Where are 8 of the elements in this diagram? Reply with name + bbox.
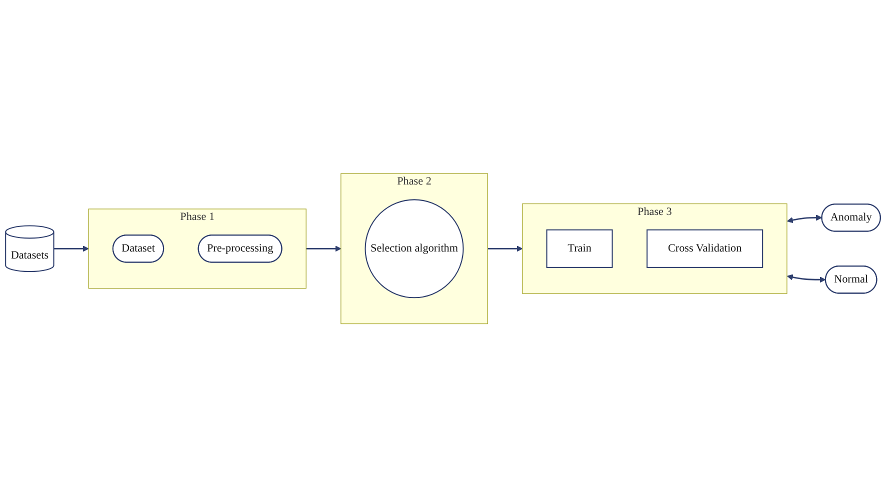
arrow (786, 274, 826, 283)
arrow (306, 245, 342, 252)
node-circle: Selection algorithm (364, 199, 464, 298)
node-box: Train (546, 229, 613, 268)
node-box: Cross Validation (646, 229, 764, 268)
arrow (786, 214, 822, 223)
arrow (54, 245, 89, 252)
arrow (488, 245, 523, 252)
